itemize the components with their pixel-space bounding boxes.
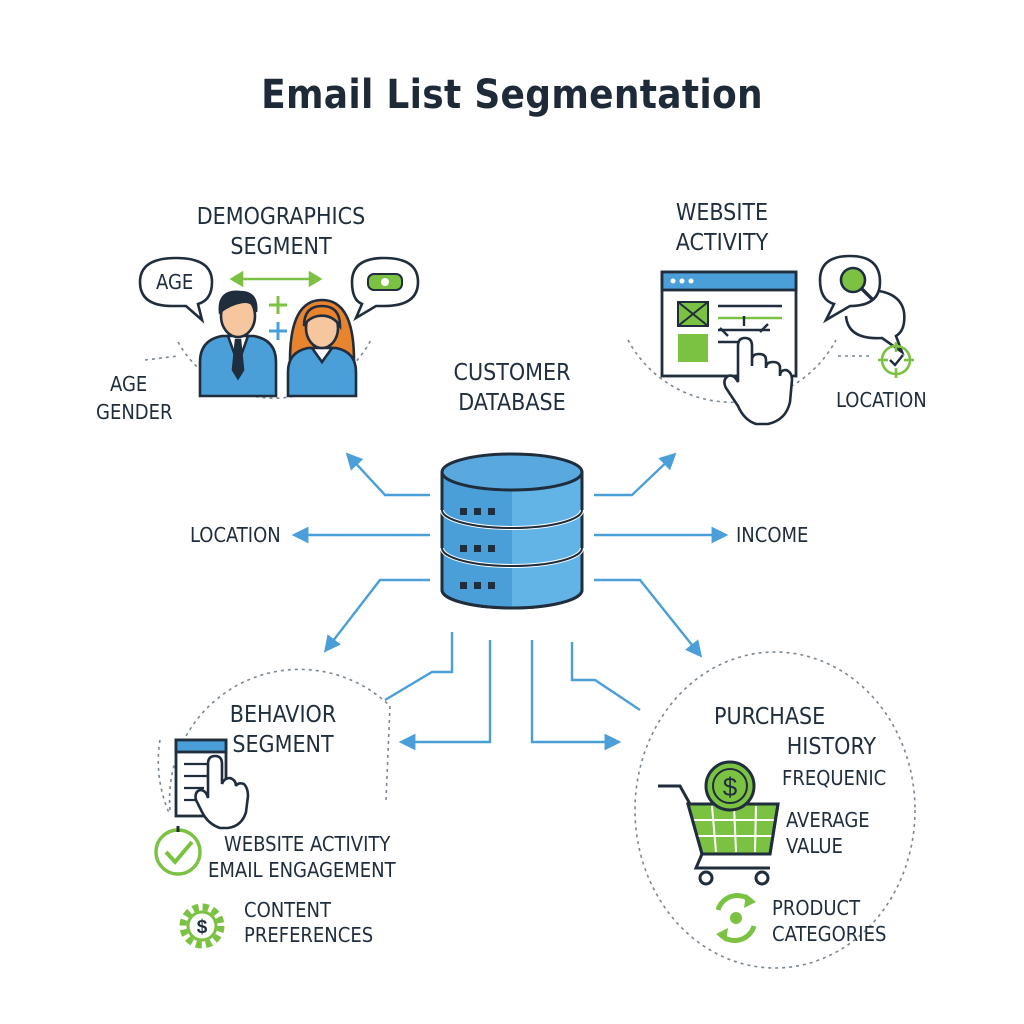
pointer-hand-icon (719, 316, 794, 426)
page-title: Email List Segmentation (261, 72, 763, 118)
behavior-leader-line (385, 705, 391, 801)
purchase-heading-line2: HISTORY (786, 734, 876, 760)
svg-text:$: $ (197, 917, 208, 938)
demographics-heading: DEMOGRAPHICS SEGMENT (176, 202, 386, 262)
website-location-label: LOCATION (836, 388, 927, 412)
behavior-dashed-circle (157, 668, 391, 816)
website-heading-line1: WEBSITE (675, 200, 769, 226)
purchase-avg-line2: VALUE (786, 834, 843, 858)
center-label-line1: CUSTOMER (453, 360, 571, 386)
location-target-icon (878, 342, 914, 378)
website-heading-line2: ACTIVITY (675, 230, 769, 256)
demographics-leader-line (144, 355, 179, 361)
side-label-income: INCOME (736, 523, 809, 547)
arrow-right-lower (530, 640, 622, 751)
purchase-heading: PURCHASE HISTORY (700, 702, 876, 762)
plus-icons (269, 296, 287, 340)
dollar-coin-icon: $ (704, 760, 756, 812)
arrow-to-demographics (345, 452, 430, 497)
search-chat-bubbles-icon (818, 254, 906, 356)
age-speech-bubble-icon (138, 256, 214, 324)
behavior-pointer-hand-icon (194, 754, 250, 830)
woman-avatar-icon (286, 298, 358, 398)
behavior-item-email-engagement: EMAIL ENGAGEMENT (208, 858, 396, 882)
connector-arrows (291, 452, 729, 751)
website-heading: WEBSITE ACTIVITY (622, 198, 822, 258)
browser-window-icon (660, 270, 798, 378)
double-arrow-icon (229, 270, 323, 288)
refresh-cycle-icon (715, 893, 757, 943)
purchase-avg-line1: AVERAGE (786, 808, 870, 832)
line-right-inner (570, 642, 641, 711)
arrow-left-lower (398, 640, 492, 751)
line-left-inner (384, 632, 454, 702)
center-label-line2: DATABASE (458, 390, 566, 416)
behavior-item-website-activity: WEBSITE ACTIVITY (224, 832, 391, 856)
arrow-to-website (594, 452, 677, 497)
svg-text:$: $ (723, 772, 738, 802)
age-bubble-label: AGE (156, 270, 194, 294)
purchase-product-line1: PRODUCT (772, 896, 861, 920)
side-label-location: LOCATION (190, 523, 281, 547)
purchase-frequency-label: FREQUENIC (782, 766, 887, 790)
behavior-content-line2: PREFERENCES (244, 923, 374, 947)
behavior-heading: BEHAVIOR SEGMENT (198, 700, 368, 760)
website-dashed-arc (627, 339, 837, 403)
purchase-heading-line1: PURCHASE (714, 704, 826, 730)
man-avatar-icon (198, 290, 278, 398)
behavior-heading-line2: SEGMENT (232, 732, 334, 758)
arrow-to-behavior (323, 578, 430, 653)
money-speech-bubble-icon (350, 256, 420, 322)
demographics-item-gender: GENDER (96, 400, 173, 424)
purchase-product-line2: CATEGORIES (772, 922, 887, 946)
demographics-item-age: AGE (110, 372, 148, 396)
dollar-gear-icon: $ (179, 903, 225, 949)
database-icon (440, 452, 584, 610)
purchase-dashed-circle (634, 651, 916, 969)
customer-database-label: CUSTOMER DATABASE (412, 358, 612, 418)
checkmark-circle-icon (154, 826, 202, 876)
demographics-heading-line2: SEGMENT (230, 234, 332, 260)
arrow-to-purchase (594, 578, 703, 658)
behavior-content-line1: CONTENT (244, 898, 331, 922)
behavior-heading-line1: BEHAVIOR (229, 702, 337, 728)
demographics-heading-line1: DEMOGRAPHICS (196, 204, 366, 230)
